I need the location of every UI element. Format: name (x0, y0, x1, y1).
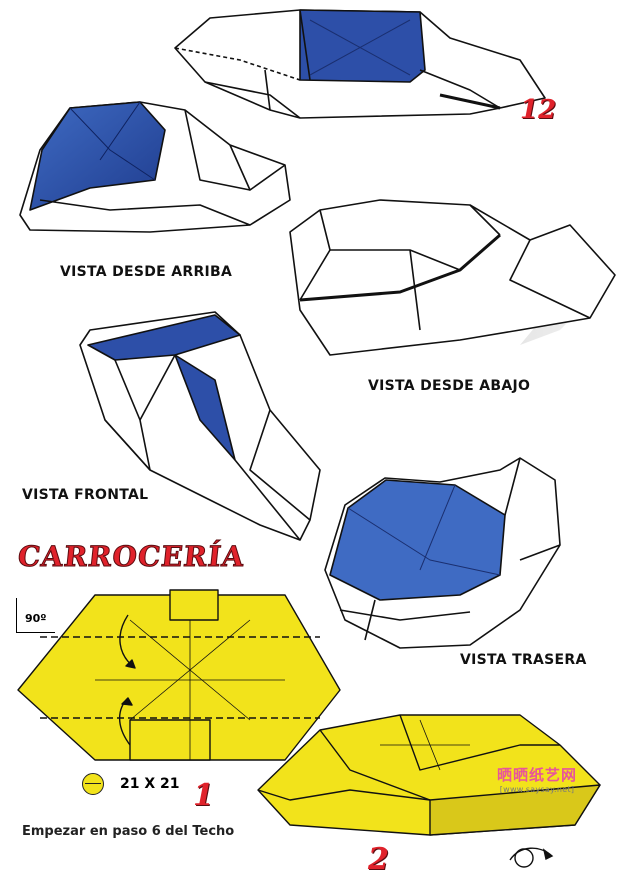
step-number-1: 1 (193, 778, 214, 813)
turn-over-icon (509, 847, 554, 868)
car-model-step12 (174, 9, 546, 119)
paper-step2 (257, 714, 601, 836)
car-bottom-view (289, 199, 616, 356)
car-top-view (19, 101, 291, 233)
label-top-view: VISTA DESDE ARRIBA (60, 264, 233, 280)
step-number-2: 2 (368, 842, 389, 877)
label-bottom-view: VISTA DESDE ABAJO (368, 378, 531, 394)
instruction-text: Empezar en paso 6 del Techo (22, 824, 235, 839)
paper-size-text: 21 X 21 (120, 776, 180, 792)
watermark: 晒晒纸艺网 [www.saysay.net] (497, 764, 577, 794)
paper-circle-icon (82, 773, 104, 795)
watermark-title: 晒晒纸艺网 (497, 766, 578, 784)
paper-size: 21 X 21 (82, 773, 180, 795)
watermark-url: [www.saysay.net] (499, 785, 575, 794)
angle-label: 90º (25, 612, 47, 625)
car-front-view (79, 311, 321, 541)
car-rear-view (324, 457, 561, 649)
label-front-view: VISTA FRONTAL (22, 487, 149, 503)
angle-indicator: 90º (16, 598, 55, 633)
label-rear-view: VISTA TRASERA (460, 652, 587, 668)
paper-step1 (17, 589, 341, 761)
step-number-12: 12 (520, 95, 557, 125)
section-title: CARROCERÍA (16, 540, 247, 574)
